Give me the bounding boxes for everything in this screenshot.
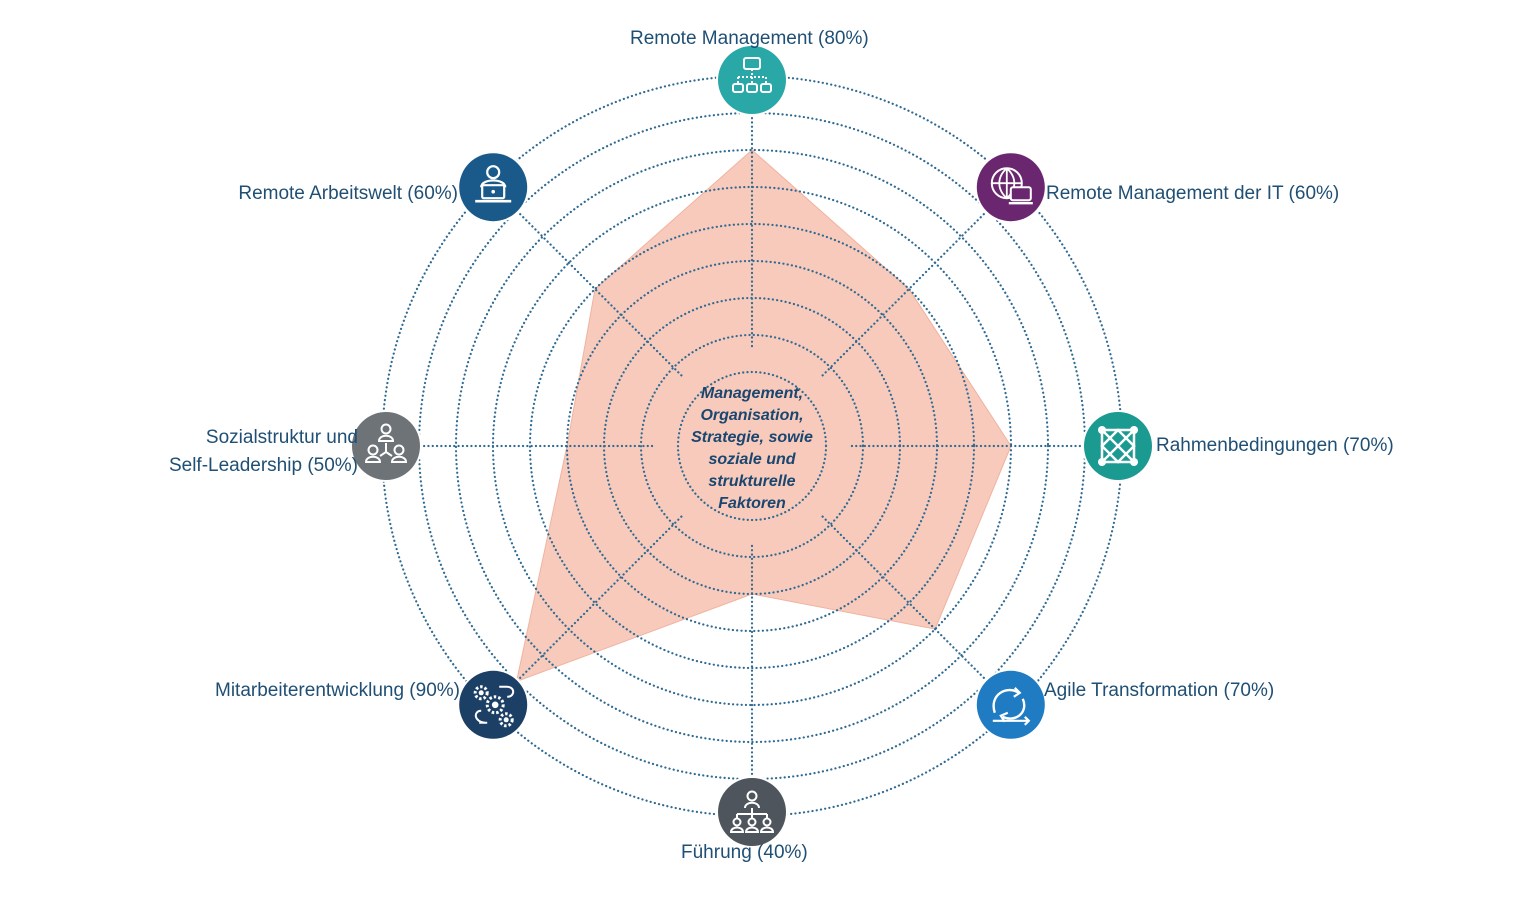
axis-label-remote-arbeitswelt: Remote Arbeitswelt (60%)	[238, 183, 458, 204]
center-line: strukturelle	[708, 473, 796, 490]
axis-label-rahmenbedingungen: Rahmenbedingungen (70%)	[1156, 435, 1394, 456]
center-text: Management, Organisation, Strategie, sow…	[668, 383, 836, 515]
axis-spoke	[510, 515, 683, 688]
axis-spoke	[821, 204, 994, 377]
axis-label-fuehrung: Führung (40%)	[681, 842, 808, 863]
center-line: Organisation,	[700, 407, 804, 424]
center-line: Faktoren	[718, 495, 786, 512]
axis-label-agile-transformation: Agile Transformation (70%)	[1044, 680, 1275, 701]
grid-ring	[676, 370, 828, 522]
grid-ring	[454, 148, 1050, 744]
center-line: Strategie, sowie	[691, 429, 813, 446]
axis-label-remote-management: Remote Management (80%)	[630, 28, 869, 49]
people-network-icon	[350, 410, 422, 482]
center-line: Management,	[700, 385, 804, 402]
axis-spoke	[510, 204, 683, 377]
framework-icon	[1082, 410, 1154, 482]
person-laptop-icon	[457, 151, 530, 224]
gears-icon	[457, 668, 530, 741]
axis-label-mitarbeiterentwicklung: Mitarbeiterentwicklung (90%)	[215, 680, 460, 701]
hierarchy-icon	[716, 776, 788, 848]
grid-ring	[528, 222, 976, 670]
org-chart-icon	[716, 44, 788, 116]
axis-label-sozialstruktur: Sozialstruktur und Self-Leadership (50%)	[168, 427, 358, 476]
globe-laptop-icon	[974, 151, 1047, 224]
axis-spoke	[821, 515, 994, 688]
grid-ring	[639, 333, 865, 559]
axis-label-remote-management-it: Remote Management der IT (60%)	[1046, 183, 1340, 204]
center-line: soziale und	[708, 451, 796, 468]
agile-cycle-icon	[974, 668, 1047, 741]
